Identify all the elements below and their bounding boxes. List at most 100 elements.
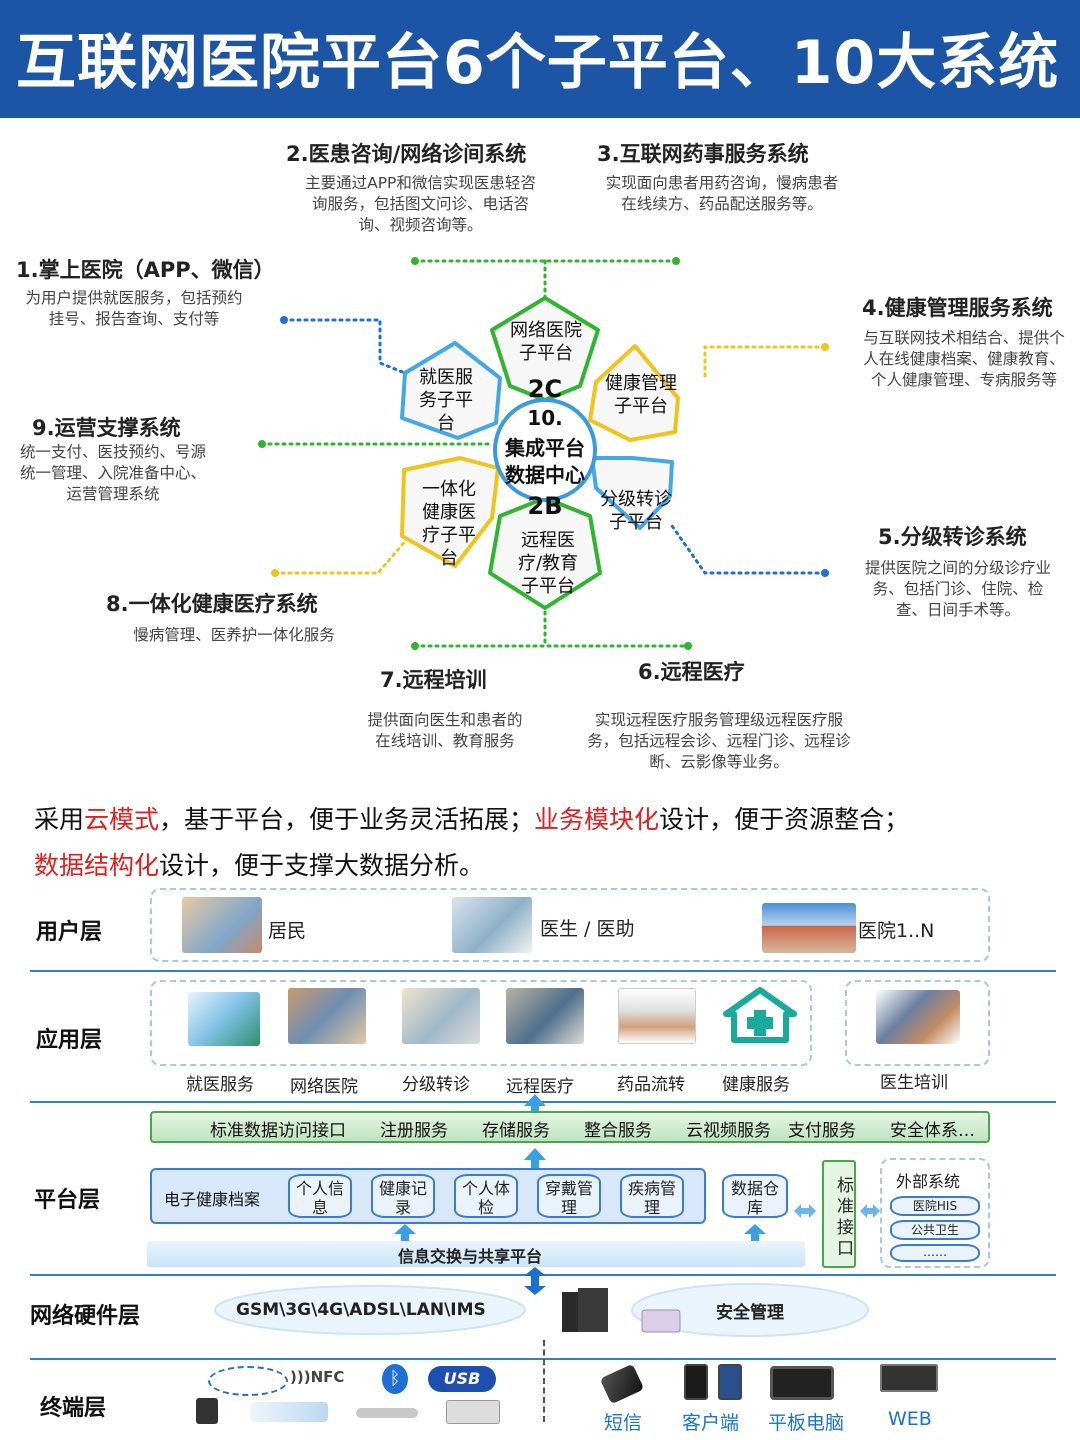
layer-network: 网络硬件层	[30, 1304, 141, 1329]
user-residents: 居民	[268, 920, 307, 942]
smartphone-icon	[684, 1364, 708, 1400]
connector-left-low	[273, 536, 410, 575]
app-icon-remote	[506, 988, 584, 1044]
ext-more: ……	[890, 1244, 980, 1262]
app-icon-referral	[402, 988, 480, 1044]
system-1-desc: 为用户提供就医服务，包括预约挂号、报告查询、支付等	[25, 289, 243, 328]
hub-circle	[493, 398, 597, 502]
residents-photo	[182, 897, 262, 953]
app-label-training: 医生培训	[880, 1073, 948, 1093]
system-3-desc: 实现面向患者用药咨询，慢病患者在线续方、药品配送服务等。	[605, 174, 839, 213]
cyl-personal-info: 个人信息	[288, 1174, 352, 1218]
layer-app: 应用层	[36, 1028, 103, 1053]
terminal-tablet: 平板电脑	[768, 1412, 845, 1434]
tablet-icon	[770, 1366, 834, 1400]
usb-icon: USB	[428, 1366, 496, 1392]
title-bar	[0, 0, 1080, 118]
std-interface: 标准接口	[822, 1160, 856, 1268]
slogan-line-1: 采用云模式，基于平台，便于业务灵活拓展；业务模块化设计，便于资源整合；	[34, 805, 910, 834]
petal-network-hospital: 网络医院子平台	[510, 320, 582, 364]
app-label-medical: 就医服务	[186, 1075, 254, 1095]
system-5-title: 5.分级转诊系统	[878, 525, 1027, 549]
cyl-disease: 疾病管理	[620, 1174, 684, 1218]
connector-right-low	[668, 521, 827, 575]
system-2-title: 2.医患咨询/网络诊间系统	[286, 142, 527, 166]
system-6-title: 6.远程医疗	[638, 660, 745, 684]
layer-user: 用户层	[36, 920, 103, 945]
terminal-client: 客户端	[682, 1412, 740, 1434]
system-6-desc: 实现远程医疗服务管理级远程医疗服务，包括远程会诊、远程门诊、远程诊断、云影像等业…	[587, 711, 851, 771]
health-service-icon	[723, 987, 797, 1043]
double-arrow-vertical-icon	[524, 1267, 546, 1295]
terminal-sms: 短信	[604, 1412, 643, 1434]
system-5-desc: 提供医院之间的分级诊疗业务、包括门诊、住院、检查、日间手术等。	[864, 559, 1051, 619]
user-layer-box	[150, 888, 990, 962]
system-8-title: 8.一体化健康医疗系统	[106, 592, 318, 616]
device-meter-icon	[196, 1398, 218, 1424]
services-text: 标准数据访问接口 注册服务 存储服务 整合服务 云视频服务 支付服务 安全体系…	[210, 1121, 975, 1141]
app-icon-online	[288, 988, 366, 1044]
layer-terminal: 终端层	[40, 1396, 107, 1421]
divider-2	[30, 1101, 1056, 1103]
petal-shape-referral	[590, 456, 674, 530]
security-mgmt: 安全管理	[716, 1303, 784, 1323]
system-8-desc: 慢病管理、医养护一体化服务	[133, 626, 335, 644]
user-doctors: 医生 / 医助	[540, 918, 635, 940]
divider-1	[30, 970, 1056, 972]
hub-2b: 2B	[527, 492, 563, 520]
petal-shape-medical-service	[400, 341, 502, 440]
system-diagram	[258, 257, 829, 650]
layer-platform: 平台层	[34, 1188, 101, 1213]
desktop-icon	[880, 1364, 938, 1392]
petal-remote: 远程医疗/教育子平台	[517, 530, 579, 597]
terminal-web: WEB	[888, 1408, 932, 1430]
services-bar	[150, 1111, 990, 1143]
ext-his: 医院HIS	[890, 1196, 980, 1216]
doctors-photo	[452, 897, 532, 953]
network-links: GSM\3G\4G\ADSL\LAN\IMS	[236, 1300, 486, 1320]
app-label-online: 网络医院	[290, 1077, 358, 1097]
device-box-icon	[446, 1400, 500, 1424]
petal-medical-service: 就医服务子平台	[419, 367, 473, 434]
app-label-remote: 远程医疗	[506, 1077, 574, 1097]
training-box	[845, 980, 990, 1066]
double-arrow-icon	[794, 1204, 816, 1218]
arrow-up-icon	[524, 1148, 546, 1168]
hub-number: 10.	[527, 406, 563, 430]
cyl-wearable: 穿戴管理	[537, 1174, 601, 1218]
petal-shape-integrated	[400, 456, 500, 568]
arrow-up-icon	[524, 1094, 546, 1114]
system-9-desc: 统一支付、医技预约、号源统一管理、入院准备中心、运营管理系统	[19, 443, 206, 503]
cyl-checkup: 个人体检	[454, 1174, 518, 1218]
hospital-photo	[762, 903, 856, 953]
system-4-title: 4.健康管理服务系统	[862, 296, 1053, 320]
double-arrow-icon	[860, 1204, 880, 1218]
petal-integrated: 一体化健康医疗子平台	[422, 479, 476, 569]
cyl-health-record: 健康记录	[371, 1174, 435, 1218]
terminal-divider	[543, 1340, 545, 1422]
device-thermometer-icon	[250, 1402, 328, 1422]
connector-right-top	[703, 345, 827, 380]
system-3-title: 3.互联网药事服务系统	[597, 142, 809, 166]
hub-2c: 2C	[527, 375, 563, 403]
phone-icon	[599, 1363, 645, 1405]
exchange-label: 信息交换与共享平台	[398, 1247, 543, 1266]
user-hospitals: 医院1..N	[858, 920, 935, 942]
app-label-drug: 药品流转	[617, 1075, 685, 1095]
arrow-up-icon	[394, 1224, 416, 1242]
app-layer-box	[150, 980, 812, 1066]
petal-shape-health-mgmt	[588, 344, 680, 442]
app-label-referral: 分级转诊	[402, 1075, 470, 1095]
page-title: 互联网医院平台6个子平台、10大系统	[16, 28, 1060, 98]
app-icon-medical	[188, 992, 260, 1046]
external-systems-box	[880, 1158, 990, 1268]
nfc-card-icon	[208, 1366, 288, 1396]
ext-public-health: 公共卫生	[890, 1220, 980, 1240]
smartphone-2-icon	[718, 1364, 742, 1400]
nfc-label: )))NFC	[290, 1368, 345, 1386]
app-label-health: 健康服务	[722, 1075, 790, 1095]
hub-line1: 集成平台	[505, 436, 585, 460]
system-4-desc: 与互联网技术相结合、提供个人在线健康档案、健康教育、个人健康管理、专病服务等	[863, 329, 1065, 389]
petal-health-mgmt: 健康管理子平台	[605, 373, 677, 417]
external-label: 外部系统	[896, 1172, 961, 1191]
